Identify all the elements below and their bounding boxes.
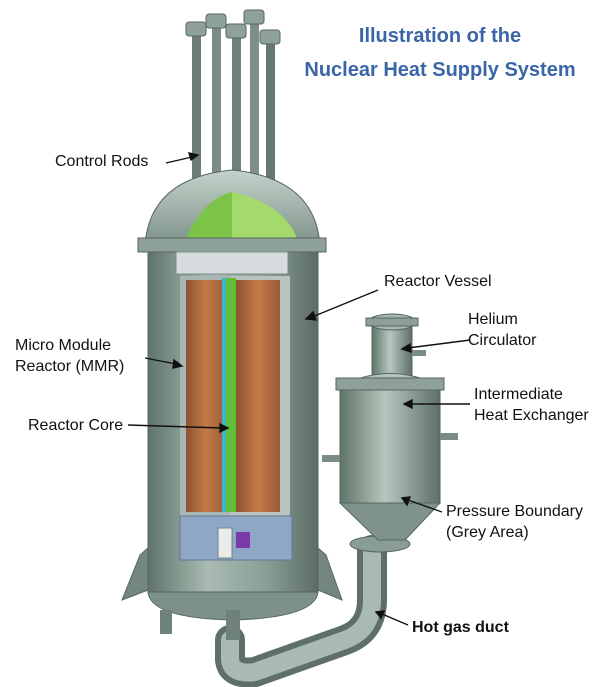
label-ihx-1: Intermediate xyxy=(474,386,563,403)
control-rods-shape xyxy=(185,9,281,205)
hot-gas-duct-shape xyxy=(215,535,411,687)
label-helium-2: Circulator xyxy=(468,332,537,349)
label-ihx-2: Heat Exchanger xyxy=(474,407,589,424)
label-pressure-boundary-2: (Grey Area) xyxy=(446,524,529,541)
title-line-2: Nuclear Heat Supply System xyxy=(304,59,576,81)
reactor-core-shape xyxy=(175,251,293,561)
label-micro-module-1: Micro Module xyxy=(15,337,112,354)
label-helium-1: Helium xyxy=(468,311,518,328)
heat-exchanger-shape xyxy=(322,313,458,541)
leader-lines xyxy=(127,152,471,626)
label-reactor-vessel: Reactor Vessel xyxy=(384,273,492,290)
label-control-rods: Control Rods xyxy=(55,153,149,170)
label-micro-module-2: Reactor (MMR) xyxy=(15,358,125,375)
label-reactor-core: Reactor Core xyxy=(28,417,124,434)
title-line-1: Illustration of the xyxy=(358,25,522,47)
label-hot-gas-duct: Hot gas duct xyxy=(412,619,509,636)
label-pressure-boundary-1: Pressure Boundary xyxy=(446,503,583,520)
